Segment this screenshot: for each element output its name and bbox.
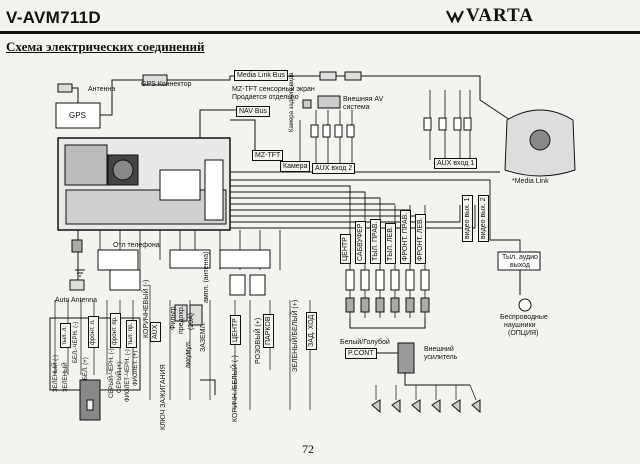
mz-tft-note-line1: MZ-TFT сенсорный экран bbox=[232, 86, 315, 93]
ign-key-label: КЛЮЧ ЗАЖИГАНИЯ bbox=[160, 364, 167, 430]
front-left-out-label: ФРОНТ. ЛЕВ. bbox=[415, 214, 426, 264]
wireless-headphones-line3: (ОПЦИЯ) bbox=[508, 330, 539, 337]
fuse-label: предохр. bbox=[178, 305, 185, 334]
phone-mute-label: Отл телефона bbox=[113, 242, 160, 249]
wire-gray-black: СЕРЫЙ-ЧЕРН. (-) bbox=[109, 348, 115, 398]
green-white-wire-label: ЗЕЛЕНЫЙ/БЕЛЫЙ (+) bbox=[292, 299, 299, 372]
wire-front-right: фронт. пр. bbox=[110, 313, 121, 348]
varta-logo-icon bbox=[446, 10, 464, 23]
phone-mute-connector bbox=[97, 249, 139, 271]
subwoofer-out-label: САБВУФЕР bbox=[355, 220, 366, 264]
reverse-label: ЗАД. ХОД bbox=[306, 311, 317, 350]
camera-label: Камера bbox=[280, 161, 311, 172]
wire-green: ЗЕЛЕНЫЙ bbox=[63, 362, 69, 392]
auto-antenna-label: Auto Antenna bbox=[55, 297, 98, 304]
wireless-headphones-line2: наушники bbox=[504, 322, 536, 329]
wire-violet-black: ФИОЛЕТ-ЧЕРН. (-) bbox=[125, 349, 131, 402]
rear-audio-out-line1: Тыл. аудио bbox=[502, 254, 538, 261]
nav-bus-label: NAV Bus bbox=[236, 106, 270, 117]
aux-in-1-label: AUX вход 1 bbox=[434, 158, 478, 169]
battery-label: аккумул. bbox=[185, 340, 192, 368]
ext-amp-line2: усилитель bbox=[424, 354, 458, 361]
model-title: V-AVM711D bbox=[6, 8, 101, 27]
rear-right-out-label: ТЫЛ. ПРАВ. bbox=[370, 218, 381, 264]
fuse-value-label: (20А) bbox=[188, 312, 195, 330]
ext-av-label-line2: система bbox=[343, 104, 370, 111]
ext-av-system-box bbox=[317, 95, 341, 109]
brand-logo-text: VARTA bbox=[466, 5, 535, 26]
wire-violet: ФИОЛЕТ. (+) bbox=[133, 350, 139, 386]
aux-in-2-label: AUX вход 2 bbox=[312, 163, 356, 174]
header-rule bbox=[0, 31, 640, 34]
page-number: 72 bbox=[302, 442, 314, 456]
video-out-1-label: видео вых. 1 bbox=[462, 194, 473, 242]
wire-rear-left: тыл. л. bbox=[60, 322, 71, 348]
aux-label: AUX bbox=[150, 321, 161, 342]
mz-tft-note-line2: Продается отдельно bbox=[232, 94, 299, 101]
video-out-2-label: видео вых. 2 bbox=[478, 194, 489, 242]
wire-green-minus: ЗЕЛЕНЫЙ (-) bbox=[53, 354, 59, 392]
front-right-out-label: ФРОНТ. ПРАВ. bbox=[400, 209, 411, 264]
external-amplifier-box bbox=[397, 342, 415, 374]
rear-camera-label: Камера заднего вида bbox=[289, 72, 295, 132]
brown-white-wire-label: КОРИЧН./БЕЛЫЙ (-) bbox=[232, 355, 239, 422]
pink-white-wire-label: РОЗОВЫЙ (+) bbox=[255, 317, 262, 364]
rear-camera-box bbox=[302, 99, 312, 109]
rear-audio-out-line2: выход bbox=[510, 262, 530, 269]
p-cont-label: P.CONT bbox=[345, 348, 377, 359]
ground-label: ЗАЗЕМЛ. bbox=[200, 321, 207, 352]
antenna-label: Антенна bbox=[88, 86, 116, 93]
gps-connector-label: GPS Коннектор bbox=[141, 81, 192, 88]
wire-white-black: БЕЛ.-ЧЕРН. (-) bbox=[73, 321, 79, 363]
wire-gray: СЕРЫЙ (+) bbox=[117, 361, 123, 393]
wire-white: БЕЛ. (+) bbox=[83, 357, 89, 380]
ext-amp-line1: Внешний bbox=[424, 346, 454, 353]
headphones-icon bbox=[518, 298, 532, 312]
filter-label: Фильтр bbox=[170, 306, 177, 330]
wire-rear-right: тыл. пр. bbox=[126, 319, 137, 348]
gps-antenna-block bbox=[57, 83, 73, 93]
media-link-bus-label: Media Link Bus bbox=[234, 70, 288, 81]
white-blue-wire-label: Белый/Голубой bbox=[340, 339, 390, 346]
parking-label: ПАРКОВ bbox=[263, 313, 274, 348]
ampl-antenna-label: ампл. (антенна) bbox=[203, 251, 210, 303]
mz-tft-label: MZ-TFT bbox=[252, 150, 284, 161]
media-link-label: *Media Link bbox=[512, 178, 549, 185]
gps-label: GPS bbox=[69, 111, 86, 120]
center-wire-label: ЦЕНТР bbox=[230, 315, 241, 345]
wire-front-left: фронт. л. bbox=[88, 316, 99, 348]
center-out-label: ЦЕНТР bbox=[340, 234, 351, 264]
section-title: Схема электрических соединений bbox=[6, 39, 205, 54]
rear-left-out-label: ТЫЛ. ЛЕВ. bbox=[385, 223, 396, 264]
ext-av-label-line1: Внешняя AV bbox=[343, 96, 384, 103]
wireless-headphones-line1: Беспроводные bbox=[500, 314, 548, 321]
